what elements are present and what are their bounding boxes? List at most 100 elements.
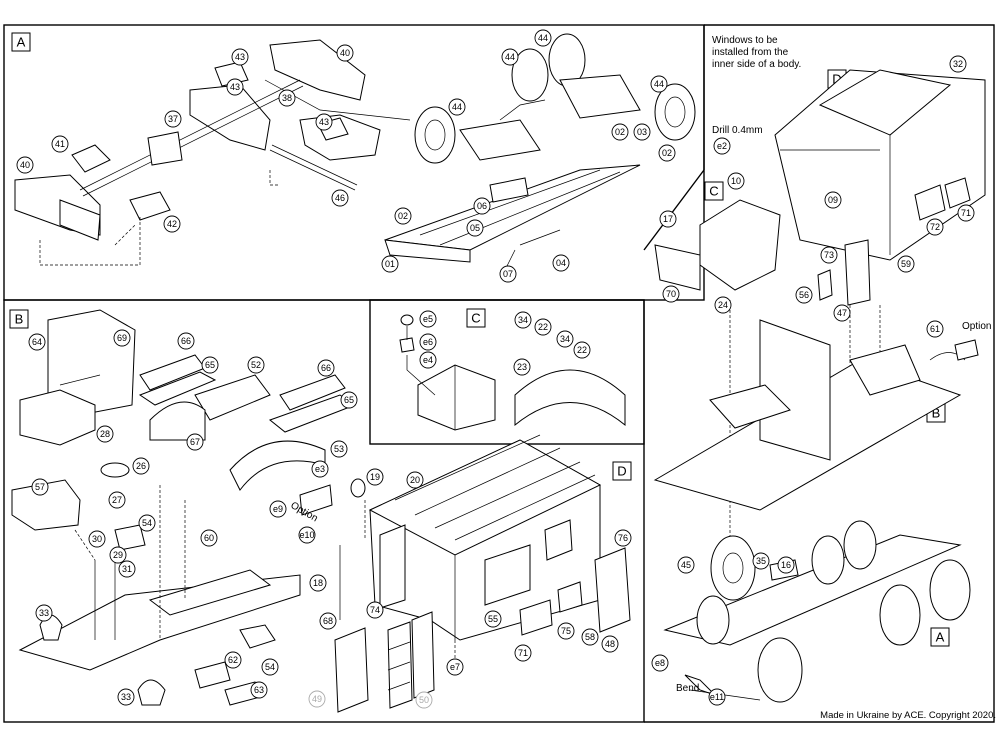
copyright-credit: Made in Ukraine by ACE. Copyright 2020.: [820, 710, 996, 721]
svg-text:02: 02: [615, 127, 625, 137]
callout-a-right-9: 05: [466, 219, 484, 237]
svg-text:59: 59: [901, 259, 911, 269]
svg-text:22: 22: [577, 345, 587, 355]
callout-b-17: 20: [406, 471, 424, 489]
section-label-a: A: [11, 32, 31, 52]
svg-text:44: 44: [452, 102, 462, 112]
callout-b-20: 29: [109, 546, 127, 564]
svg-text:27: 27: [112, 495, 122, 505]
tank-06: [489, 177, 529, 203]
svg-text:56: 56: [799, 290, 809, 300]
svg-text:74: 74: [370, 605, 380, 615]
svg-text:45: 45: [681, 560, 691, 570]
callout-b-2: 66: [177, 332, 195, 350]
callout-b-19: 30: [88, 530, 106, 548]
wheel-44-front-left: [414, 106, 456, 164]
panel-c-frame: [369, 299, 645, 445]
callout-a-left-8: 46: [331, 189, 349, 207]
windscreen-70: [654, 244, 701, 291]
suspension-arm-rear: [269, 39, 366, 101]
callout-a-left-2: 43: [226, 78, 244, 96]
callout-b-5: 66: [317, 359, 335, 377]
svg-text:05: 05: [470, 223, 480, 233]
callout-c-7: 23: [513, 358, 531, 376]
svg-text:42: 42: [167, 219, 177, 229]
callout-b-30: 33: [117, 688, 135, 706]
callout-b-11: 27: [108, 491, 126, 509]
rear-axle-assembly: [559, 74, 641, 119]
svg-text:41: 41: [55, 139, 65, 149]
section-label-d: D: [612, 461, 632, 481]
svg-text:72: 72: [930, 222, 940, 232]
svg-text:62: 62: [228, 655, 238, 665]
callout-b-36: 55: [484, 610, 502, 628]
sign-e9: [299, 484, 333, 516]
svg-text:C: C: [709, 184, 718, 199]
rod-46: [269, 149, 356, 191]
svg-text:30: 30: [92, 534, 102, 544]
overview-chassis: [663, 520, 971, 703]
svg-text:19: 19: [370, 472, 380, 482]
chassis-frame-01: [384, 164, 641, 251]
hood-assembly: [699, 199, 781, 291]
callout-a-right-7: 02: [394, 207, 412, 225]
bend-note: Bend: [676, 683, 699, 694]
svg-text:66: 66: [321, 363, 331, 373]
callout-d-16: 45: [677, 556, 695, 574]
callout-d-18: e11: [708, 688, 726, 706]
callout-d-7: 70: [662, 285, 680, 303]
callout-a-right-8: 06: [473, 197, 491, 215]
svg-text:70: 70: [666, 289, 676, 299]
callout-a-right-1: 44: [501, 48, 519, 66]
callout-b-38: 48: [601, 635, 619, 653]
svg-text:35: 35: [756, 556, 766, 566]
fender-67: [149, 401, 206, 441]
window-71: [944, 177, 971, 209]
svg-text:37: 37: [168, 114, 178, 124]
callout-d-3: 09: [824, 191, 842, 209]
svg-text:D: D: [832, 72, 841, 87]
callout-b-34: 71: [514, 644, 532, 662]
svg-text:68: 68: [323, 616, 333, 626]
svg-text:10: 10: [731, 176, 741, 186]
svg-text:B: B: [932, 406, 941, 421]
wheel-44-right: [654, 83, 696, 141]
ladder-50: [387, 621, 413, 709]
door-48-76: [594, 547, 631, 633]
svg-text:20: 20: [410, 475, 420, 485]
panel-c-hood: [399, 314, 626, 431]
roof-tarp-32: [818, 69, 952, 136]
spring-42: [129, 191, 171, 221]
window-71-b: [519, 599, 553, 636]
callout-b-27: 62: [224, 651, 242, 669]
panel-b-interior: [11, 309, 357, 706]
side-part-74: [379, 524, 406, 609]
svg-text:C: C: [471, 311, 480, 326]
svg-text:64: 64: [32, 337, 42, 347]
windows-note-line1: Windows to be: [712, 35, 778, 46]
callout-b-12: 57: [31, 478, 49, 496]
callout-b-39: 76: [614, 529, 632, 547]
svg-text:50: 50: [419, 695, 429, 705]
svg-text:55: 55: [488, 614, 498, 624]
svg-text:23: 23: [517, 362, 527, 372]
callout-d-6: 71: [957, 204, 975, 222]
overview-cab: [654, 69, 986, 560]
box-62: [194, 661, 231, 689]
svg-text:e8: e8: [655, 658, 665, 668]
svg-text:D: D: [617, 464, 626, 479]
callout-a-right-2: 44: [650, 75, 668, 93]
callout-a-left-5: 41: [51, 135, 69, 153]
svg-text:49: 49: [312, 694, 322, 704]
svg-text:03: 03: [637, 127, 647, 137]
window-72: [914, 184, 946, 221]
callout-d-12: 47: [833, 304, 851, 322]
spare-wheel-45: [710, 535, 756, 601]
drill-note: Drill 0.4mm: [712, 125, 763, 136]
fender-53: [229, 440, 326, 491]
callout-d-17: e8: [651, 654, 669, 672]
svg-text:76: 76: [618, 533, 628, 543]
callout-a-left-0: 43: [231, 48, 249, 66]
